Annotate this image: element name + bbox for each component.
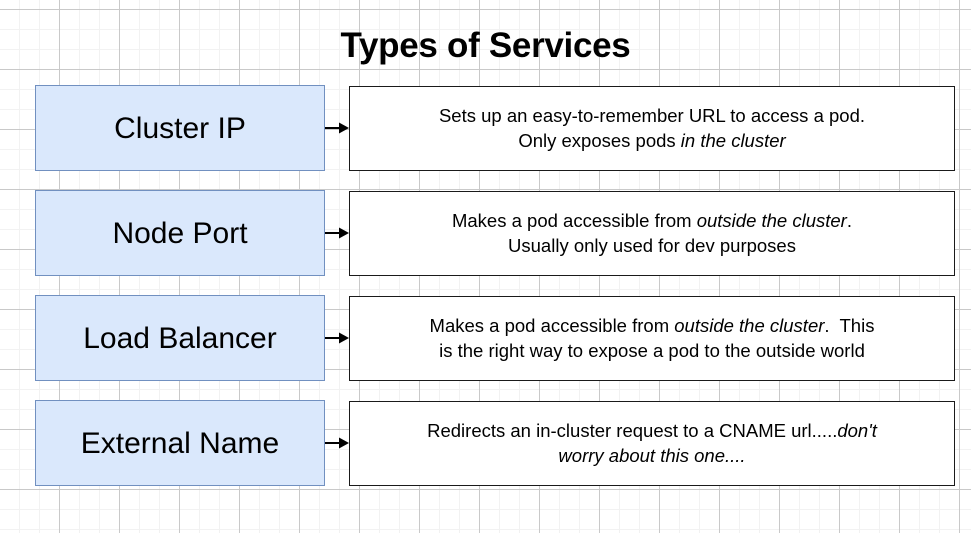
arrow-right-icon bbox=[325, 436, 349, 450]
service-row: Node Port Makes a pod accessible from ou… bbox=[0, 190, 971, 278]
arrow-right-icon bbox=[325, 331, 349, 345]
service-type-box-external-name[interactable]: External Name bbox=[35, 400, 325, 486]
service-type-box-cluster-ip[interactable]: Cluster IP bbox=[35, 85, 325, 171]
service-description-box[interactable]: Makes a pod accessible from outside the … bbox=[349, 191, 955, 276]
service-type-label: Node Port bbox=[112, 216, 248, 250]
service-type-box-load-balancer[interactable]: Load Balancer bbox=[35, 295, 325, 381]
service-row: Cluster IP Sets up an easy-to-remember U… bbox=[0, 85, 971, 173]
service-row: Load Balancer Makes a pod accessible fro… bbox=[0, 295, 971, 383]
service-row: External Name Redirects an in-cluster re… bbox=[0, 400, 971, 488]
service-type-box-node-port[interactable]: Node Port bbox=[35, 190, 325, 276]
service-type-label: External Name bbox=[80, 426, 280, 460]
service-description-text: Makes a pod accessible from outside the … bbox=[451, 210, 852, 256]
service-description-box[interactable]: Sets up an easy-to-remember URL to acces… bbox=[349, 86, 955, 171]
service-description-box[interactable]: Makes a pod accessible from outside the … bbox=[349, 296, 955, 381]
page-title: Types of Services bbox=[340, 26, 631, 65]
arrow-right-icon bbox=[325, 226, 349, 240]
service-type-label: Load Balancer bbox=[83, 321, 277, 355]
service-description-text: Sets up an easy-to-remember URL to acces… bbox=[438, 105, 866, 151]
service-description-box[interactable]: Redirects an in-cluster request to a CNA… bbox=[349, 401, 955, 486]
service-description-text: Redirects an in-cluster request to a CNA… bbox=[427, 420, 877, 466]
service-description-text: Makes a pod accessible from outside the … bbox=[429, 315, 875, 361]
arrow-right-icon bbox=[325, 121, 349, 135]
service-type-label: Cluster IP bbox=[114, 111, 246, 145]
